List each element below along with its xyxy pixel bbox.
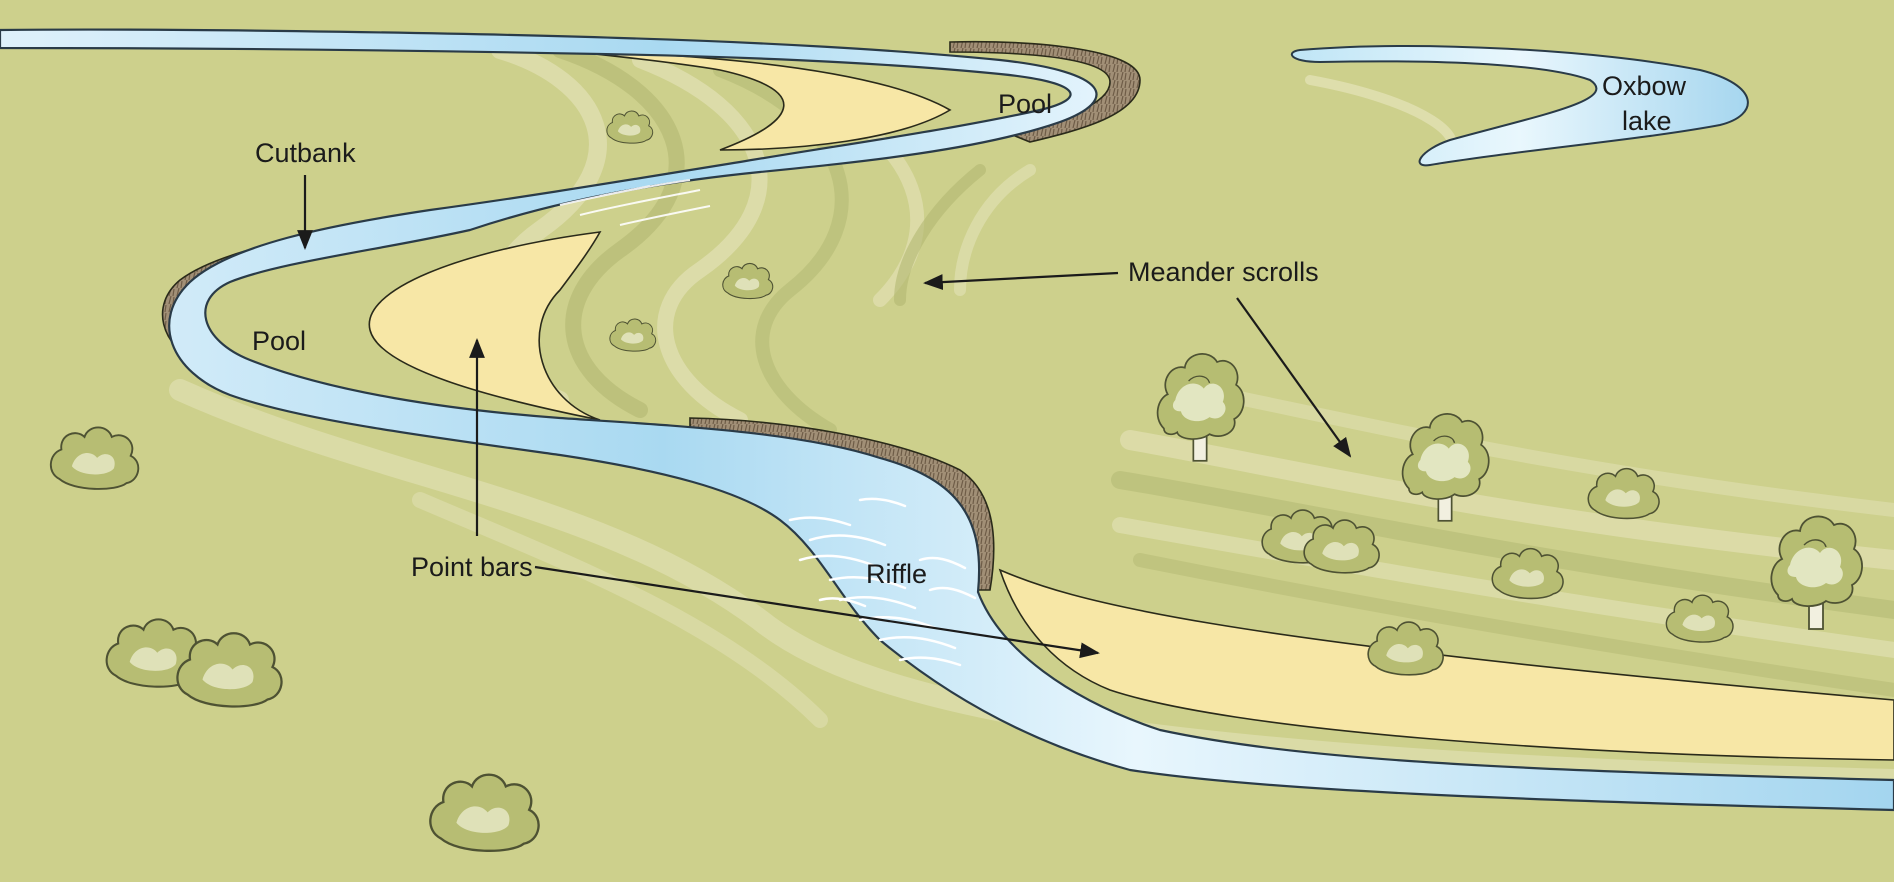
- label-meander-scrolls: Meander scrolls: [1128, 257, 1319, 287]
- label-pool-left: Pool: [252, 326, 306, 356]
- label-riffle: Riffle: [866, 559, 927, 589]
- label-oxbow-line2: lake: [1622, 106, 1672, 136]
- label-pool-upper: Pool: [998, 89, 1052, 119]
- label-point-bars: Point bars: [411, 552, 533, 582]
- label-oxbow-line1: Oxbow: [1602, 71, 1687, 101]
- label-cutbank: Cutbank: [255, 138, 356, 168]
